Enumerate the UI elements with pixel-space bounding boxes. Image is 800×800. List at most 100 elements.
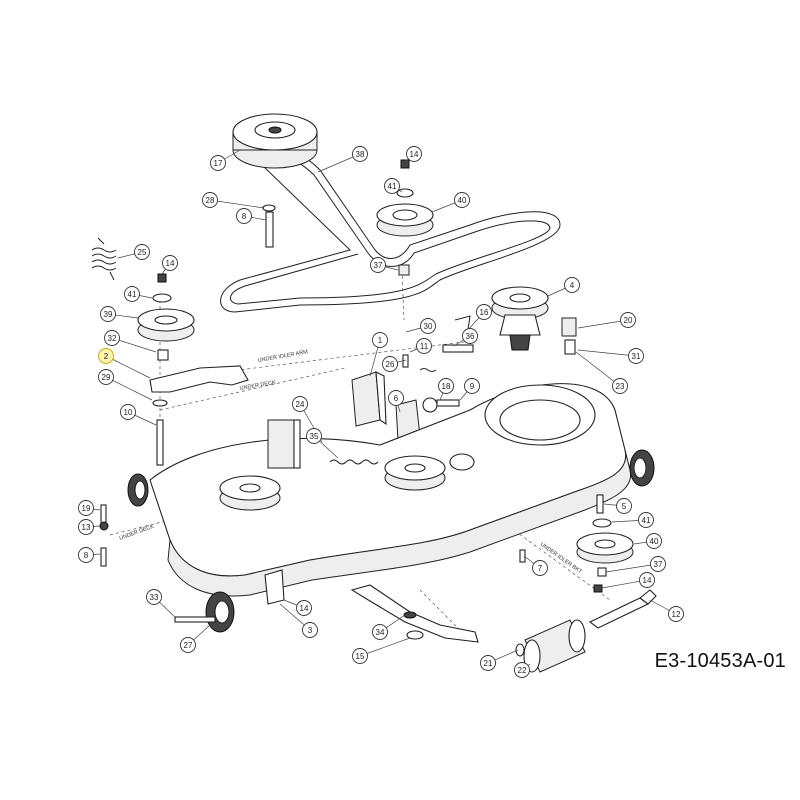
idler-pulley-top bbox=[262, 159, 434, 276]
callout-number-25: 25 bbox=[138, 248, 147, 257]
callout-circle bbox=[78, 547, 94, 563]
callout-circle bbox=[476, 304, 492, 320]
callout-circle bbox=[388, 390, 404, 406]
svg-text:UNDER DECK: UNDER DECK bbox=[119, 524, 156, 542]
callout-number-1: 1 bbox=[378, 336, 383, 345]
callout-leader bbox=[577, 319, 629, 329]
callout-number-28: 28 bbox=[206, 196, 215, 205]
callout-number-14: 14 bbox=[643, 576, 652, 585]
electric-pto-clutch bbox=[232, 113, 318, 169]
callout-circle bbox=[370, 257, 386, 273]
right-idler-hardware bbox=[519, 494, 657, 629]
callout-circle bbox=[564, 277, 580, 293]
callout-circle bbox=[210, 155, 226, 171]
callout-circle bbox=[124, 286, 140, 302]
callout-number-4: 4 bbox=[570, 281, 575, 290]
callout-number-35: 35 bbox=[310, 432, 319, 441]
callout-number-36: 36 bbox=[466, 332, 475, 341]
callout-circle bbox=[236, 208, 252, 224]
callout-number-26: 26 bbox=[386, 360, 395, 369]
callout-circle bbox=[162, 255, 178, 271]
callout-number-8: 8 bbox=[242, 212, 247, 221]
callout-circle bbox=[78, 519, 94, 535]
callout-number-22: 22 bbox=[518, 666, 527, 675]
callout-number-3: 3 bbox=[308, 626, 313, 635]
callout-circle bbox=[532, 560, 548, 576]
callout-circle bbox=[464, 378, 480, 394]
callout-circle bbox=[146, 589, 162, 605]
callout-circle bbox=[420, 318, 436, 334]
callout-number-38: 38 bbox=[356, 150, 365, 159]
callout-number-19: 19 bbox=[82, 504, 91, 513]
callout-number-15: 15 bbox=[356, 652, 365, 661]
callout-leader bbox=[577, 349, 637, 357]
callout-circle bbox=[650, 556, 666, 572]
callout-number-21: 21 bbox=[484, 659, 493, 668]
callout-number-40: 40 bbox=[458, 196, 467, 205]
callout-circle bbox=[120, 404, 136, 420]
callout-circle bbox=[372, 332, 388, 348]
callout-number-41: 41 bbox=[128, 290, 137, 299]
callout-number-5: 5 bbox=[622, 502, 627, 511]
callout-circle bbox=[372, 624, 388, 640]
left-idler-assembly: UNDER IDLER ARM UNDER DECK bbox=[91, 237, 309, 466]
callout-circle bbox=[134, 244, 150, 260]
callout-number-8: 8 bbox=[84, 551, 89, 560]
callout-circle bbox=[98, 348, 114, 364]
callout-leader bbox=[209, 199, 265, 209]
callout-circle bbox=[306, 428, 322, 444]
callout-circle bbox=[638, 512, 654, 528]
callout-circle bbox=[514, 662, 530, 678]
callout-circle bbox=[639, 572, 655, 588]
callout-number-10: 10 bbox=[124, 408, 133, 417]
callout-number-31: 31 bbox=[632, 352, 641, 361]
callout-circle bbox=[98, 369, 114, 385]
callout-number-41: 41 bbox=[388, 182, 397, 191]
callout-circle bbox=[292, 396, 308, 412]
callout-circle bbox=[302, 622, 318, 638]
spindle-pulleys-on-deck bbox=[219, 453, 475, 511]
callout-circle bbox=[180, 637, 196, 653]
callout-number-37: 37 bbox=[374, 261, 383, 270]
callout-number-11: 11 bbox=[420, 342, 429, 351]
callout-number-37: 37 bbox=[654, 560, 663, 569]
left-hardware bbox=[99, 504, 109, 567]
drive-belt bbox=[220, 141, 561, 313]
callout-number-29: 29 bbox=[102, 373, 111, 382]
callout-number-14: 14 bbox=[300, 604, 309, 613]
callout-leader bbox=[105, 355, 151, 379]
callout-circle bbox=[384, 178, 400, 194]
callout-circle bbox=[612, 378, 628, 394]
callout-circle bbox=[100, 306, 116, 322]
callout-circle bbox=[352, 146, 368, 162]
callout-number-34: 34 bbox=[376, 628, 385, 637]
callout-number-39: 39 bbox=[104, 310, 113, 319]
callout-number-16: 16 bbox=[480, 308, 489, 317]
callout-circle bbox=[480, 655, 496, 671]
brackets-and-hardware bbox=[351, 315, 474, 441]
callout-circle bbox=[406, 146, 422, 162]
callout-number-12: 12 bbox=[672, 610, 681, 619]
callout-circle bbox=[616, 498, 632, 514]
callout-number-14: 14 bbox=[410, 150, 419, 159]
callout-leader bbox=[575, 351, 621, 387]
callout-number-18: 18 bbox=[442, 382, 451, 391]
svg-text:UNDER IDLER ARM: UNDER IDLER ARM bbox=[257, 349, 308, 364]
drawing-code: E3-10453A-01 bbox=[654, 650, 786, 672]
callout-circle bbox=[352, 648, 368, 664]
callout-number-40: 40 bbox=[650, 537, 659, 546]
callout-number-6: 6 bbox=[394, 394, 399, 403]
callout-circle bbox=[646, 533, 662, 549]
callout-number-27: 27 bbox=[184, 641, 193, 650]
callout-circle bbox=[628, 348, 644, 364]
callout-circle bbox=[462, 328, 478, 344]
blade-and-roller bbox=[350, 584, 586, 673]
callout-number-17: 17 bbox=[214, 159, 223, 168]
callout-number-13: 13 bbox=[82, 523, 91, 532]
callout-circle bbox=[668, 606, 684, 622]
callout-circle bbox=[296, 600, 312, 616]
callout-number-7: 7 bbox=[538, 564, 543, 573]
callout-number-14: 14 bbox=[166, 259, 175, 268]
